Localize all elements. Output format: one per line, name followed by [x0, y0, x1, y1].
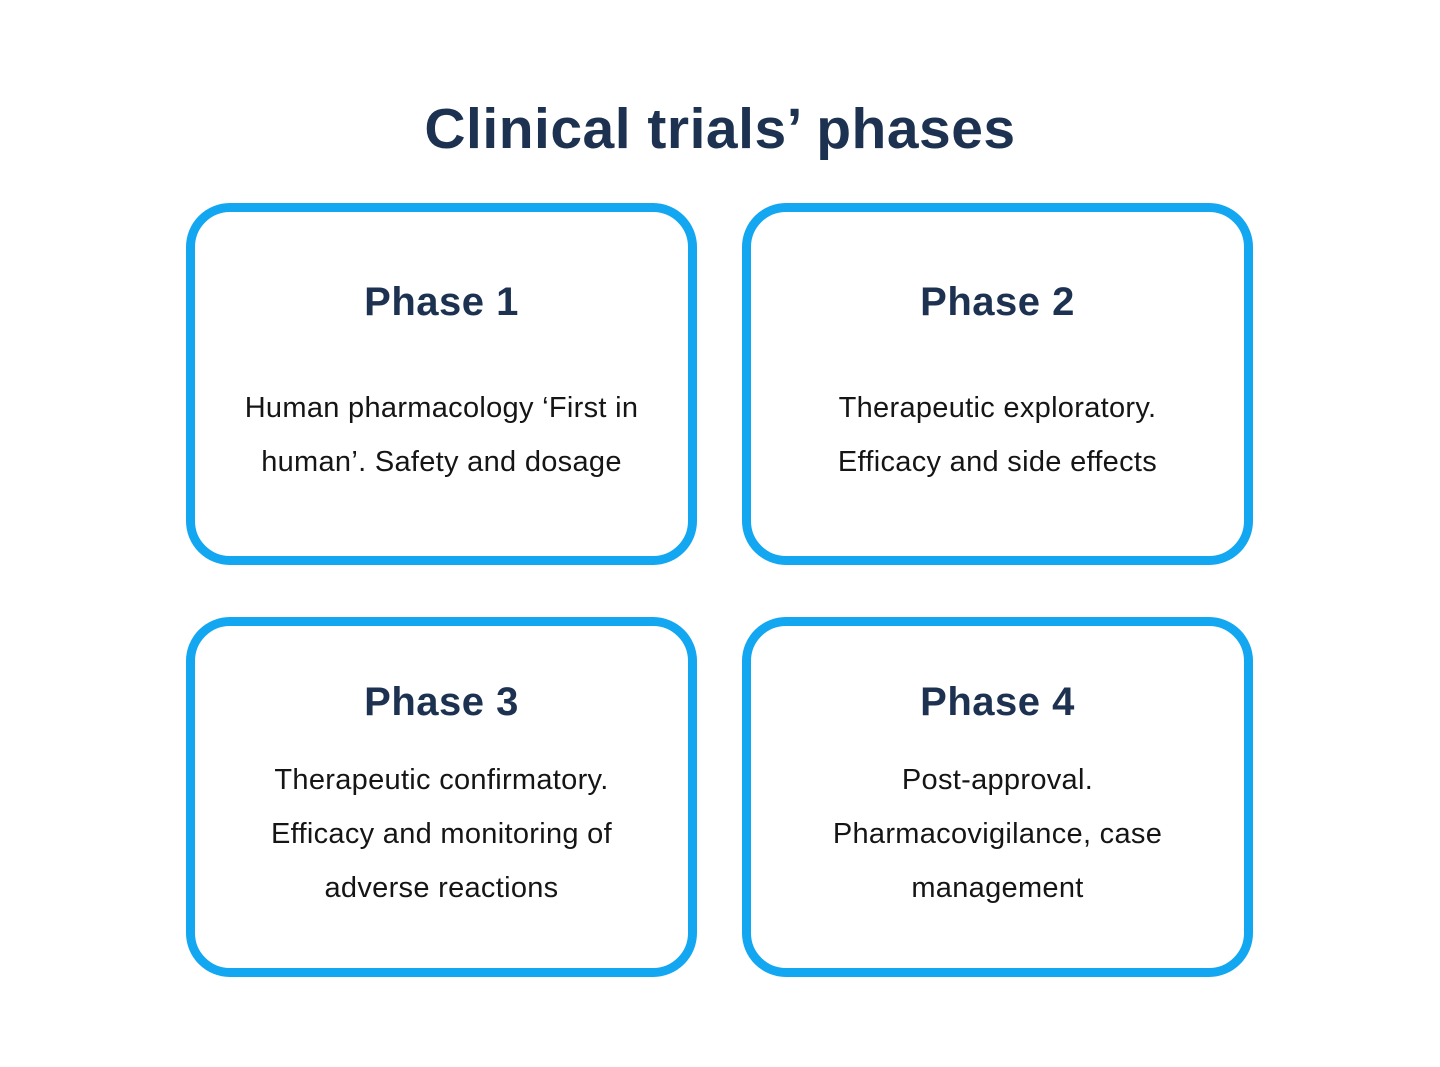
phase-cards-grid: Phase 1 Human pharmacology ‘First in hum…	[186, 203, 1253, 977]
phase-1-description: Human pharmacology ‘First in human’. Saf…	[245, 381, 639, 489]
phase-2-description: Therapeutic exploratory. Efficacy and si…	[838, 381, 1157, 489]
phase-3-description-line: adverse reactions	[324, 871, 559, 904]
phase-card-2: Phase 2 Therapeutic exploratory. Efficac…	[742, 203, 1253, 565]
phase-1-heading: Phase 1	[364, 279, 519, 324]
phase-3-description: Therapeutic confirmatory. Efficacy and m…	[271, 753, 612, 915]
phase-card-1: Phase 1 Human pharmacology ‘First in hum…	[186, 203, 697, 565]
phase-3-heading: Phase 3	[364, 679, 519, 724]
phase-4-description-line: management	[911, 871, 1084, 904]
page-title: Clinical trials’ phases	[424, 97, 1016, 162]
phase-1-description-line: Human pharmacology ‘First in	[244, 391, 639, 424]
phase-card-4: Phase 4 Post-approval. Pharmacovigilance…	[742, 617, 1253, 977]
phase-2-description-line: Therapeutic exploratory.	[838, 391, 1157, 424]
phase-4-heading: Phase 4	[920, 679, 1075, 724]
phase-2-heading: Phase 2	[920, 279, 1075, 324]
phase-2-description-line: Efficacy and side effects	[837, 445, 1158, 478]
phase-4-description-line: Post-approval.	[901, 763, 1094, 796]
phase-4-description: Post-approval. Pharmacovigilance, case m…	[833, 753, 1162, 915]
phase-1-description-line: human’. Safety and dosage	[261, 445, 622, 478]
phase-4-description-line: Pharmacovigilance, case	[832, 817, 1163, 850]
phase-card-3: Phase 3 Therapeutic confirmatory. Effica…	[186, 617, 697, 977]
phase-3-description-line: Efficacy and monitoring of	[271, 817, 612, 850]
phase-3-description-line: Therapeutic confirmatory.	[274, 763, 609, 796]
